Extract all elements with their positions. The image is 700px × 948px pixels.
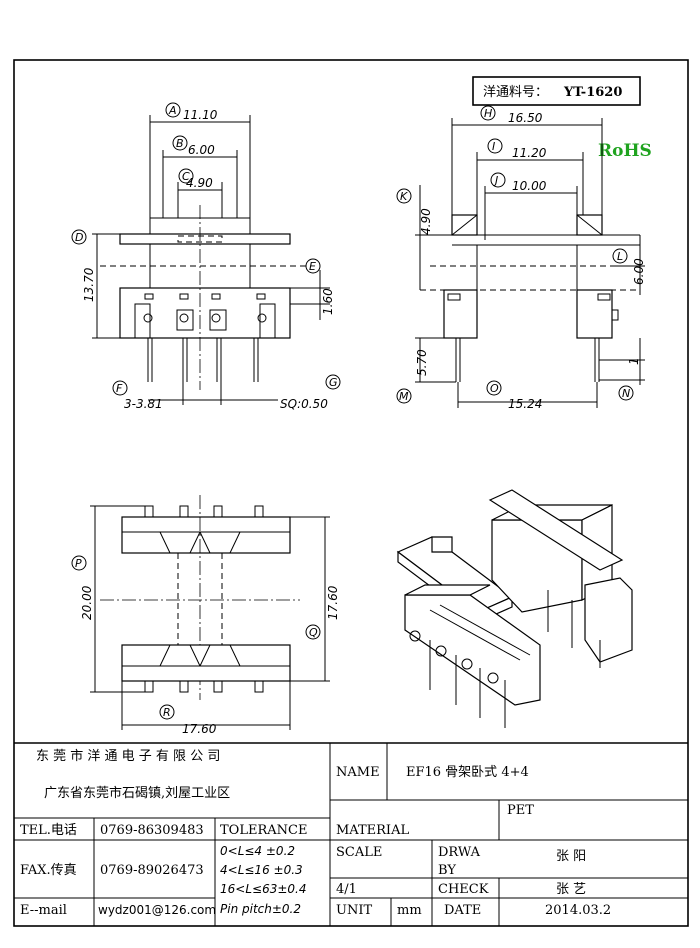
- dim-K: 4.90: [419, 208, 433, 235]
- svg-text:J: J: [493, 174, 498, 187]
- dim-A: 11.10: [183, 108, 218, 122]
- dim-J: 10.00: [512, 179, 547, 193]
- svg-text:N: N: [622, 387, 630, 400]
- material-value: PET: [507, 803, 534, 818]
- scale-label: SCALE: [336, 845, 382, 860]
- tel-value: 0769-86309483: [100, 823, 204, 838]
- bubble-B: B: [172, 135, 188, 151]
- bubble-I: I: [487, 138, 503, 154]
- unit-label: UNIT: [336, 903, 372, 918]
- email-label: E--mail: [20, 903, 67, 918]
- dim-H: 16.50: [508, 111, 543, 125]
- part-number-value: YT-1620: [563, 85, 622, 100]
- svg-text:L: L: [617, 250, 623, 263]
- check-label: CHECK: [438, 882, 489, 897]
- dim-M: 5.70: [415, 349, 429, 376]
- svg-text:B: B: [176, 137, 184, 150]
- svg-text:F: F: [116, 382, 123, 395]
- bubble-P: P: [71, 555, 87, 571]
- date-label: DATE: [444, 903, 481, 918]
- scale-value: 4/1: [336, 882, 357, 897]
- svg-text:H: H: [484, 107, 492, 120]
- svg-text:Q: Q: [309, 626, 318, 639]
- material-label: MATERIAL: [336, 823, 409, 838]
- svg-text:A: A: [168, 104, 177, 117]
- tolerance-line-3: 16<L≤63±0.4: [220, 882, 306, 896]
- sheet-border: [13, 59, 689, 927]
- company-address: 广东省东莞市石碣镇,刘屋工业区: [44, 785, 230, 801]
- unit-value: mm: [397, 903, 422, 918]
- date-value: 2014.03.2: [545, 903, 611, 918]
- front-view: 11.10 6.00 4.90 13.70 1.60 3-3.81 SQ:0.5…: [82, 108, 335, 411]
- side-view: 16.50 11.20 10.00 4.90 6.00 5.70 1 15.24: [415, 111, 646, 411]
- bubble-A: A: [165, 102, 181, 118]
- bubble-O: O: [486, 380, 502, 396]
- letter-bubbles: A B C D E F G H I J K L M N O P Q R: [71, 102, 634, 720]
- svg-text:R: R: [163, 706, 171, 719]
- dim-I: 11.20: [512, 146, 547, 160]
- bubble-K: K: [396, 188, 412, 204]
- dim-O: 15.24: [508, 397, 542, 411]
- dim-G: SQ:0.50: [280, 397, 328, 411]
- tolerance-line-4: Pin pitch±0.2: [220, 902, 301, 916]
- svg-text:E: E: [309, 260, 316, 273]
- dim-D: 13.70: [82, 267, 96, 302]
- svg-text:P: P: [75, 557, 82, 570]
- bubble-F: F: [112, 380, 128, 396]
- top-view: 20.00 17.60 17.60: [80, 495, 340, 736]
- by-label: BY: [438, 863, 456, 878]
- fax-value: 0769-89026473: [100, 863, 204, 878]
- bubble-J: J: [490, 172, 506, 188]
- dim-L: 6.00: [632, 258, 646, 285]
- tolerance-label: TOLERANCE: [220, 823, 307, 838]
- svg-text:D: D: [75, 231, 83, 244]
- title-block: 东 莞 市 洋 通 电 子 有 限 公 司 广东省东莞市石碣镇,刘屋工业区 NA…: [14, 742, 688, 926]
- name-label: NAME: [336, 765, 380, 780]
- part-number-label: 洋通料号：: [483, 85, 548, 100]
- tolerance-line-1: 0<L≤4 ±0.2: [220, 844, 295, 858]
- rohs-mark: RoHS: [598, 141, 652, 161]
- drawn-label: DRWA: [438, 845, 481, 860]
- bubble-R: R: [159, 704, 175, 720]
- tolerance-line-2: 4<L≤16 ±0.3: [220, 863, 303, 877]
- dim-F: 3-3.81: [124, 397, 163, 411]
- bubble-D: D: [71, 229, 87, 245]
- bubble-C: C: [178, 168, 194, 184]
- dim-Q: 17.60: [326, 585, 340, 620]
- dim-R: 17.60: [182, 722, 217, 736]
- svg-text:C: C: [182, 170, 190, 183]
- tel-label: TEL.电话: [20, 823, 77, 838]
- dim-B: 6.00: [188, 143, 215, 157]
- dim-E: 1.60: [321, 288, 335, 315]
- svg-text:G: G: [329, 376, 338, 389]
- bubble-G: G: [325, 374, 341, 390]
- svg-text:O: O: [490, 382, 499, 395]
- bubble-M: M: [396, 388, 412, 404]
- bubble-Q: Q: [305, 624, 321, 640]
- name-value: EF16 骨架卧式 4+4: [406, 765, 529, 780]
- bubble-L: L: [612, 248, 628, 264]
- part-number-box: 洋通料号： YT-1620: [472, 76, 641, 106]
- fax-label: FAX.传真: [20, 863, 77, 878]
- svg-text:K: K: [400, 190, 408, 203]
- bubble-H: H: [480, 105, 496, 121]
- company-name: 东 莞 市 洋 通 电 子 有 限 公 司: [36, 748, 220, 764]
- bubble-N: N: [618, 385, 634, 401]
- isometric-view: [396, 489, 633, 728]
- dim-C: 4.90: [186, 176, 213, 190]
- drawn-by: 张 阳: [556, 849, 586, 864]
- checked-by: 张 艺: [556, 882, 586, 897]
- dim-N: 1: [627, 357, 641, 365]
- bubble-E: E: [305, 258, 321, 274]
- svg-text:I: I: [492, 140, 495, 153]
- email-value: wydz001@126.com: [98, 903, 216, 917]
- svg-text:M: M: [399, 390, 409, 403]
- dim-P: 20.00: [80, 585, 94, 620]
